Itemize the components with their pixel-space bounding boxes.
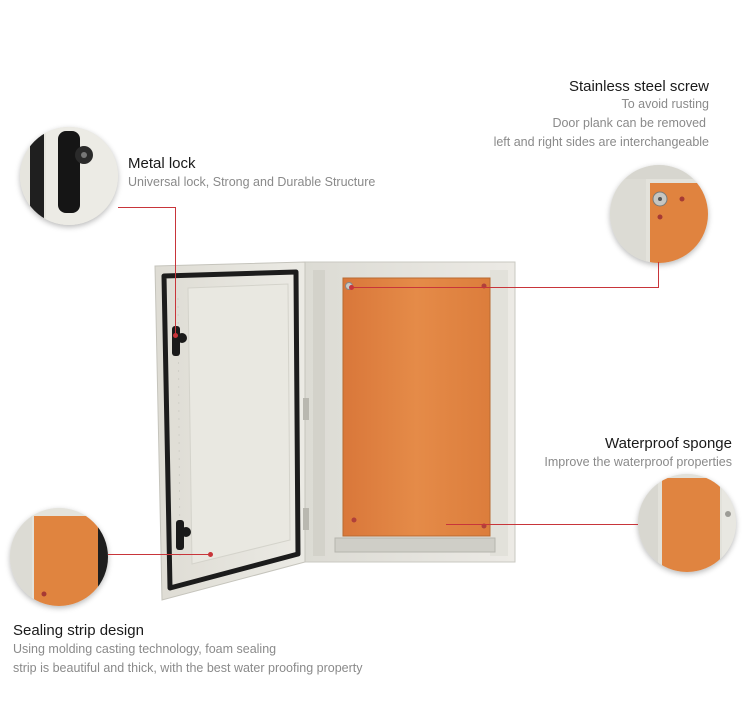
door-lock-bottom <box>176 520 191 550</box>
steel-screw-line-1: To avoid rusting <box>621 97 709 111</box>
sealing-strip-title: Sealing strip design <box>13 622 144 639</box>
sealing-strip-line-2: strip is beautiful and thick, with the b… <box>13 661 363 675</box>
metal-lock-leader-h <box>118 207 176 209</box>
mounting-plate <box>342 277 491 537</box>
waterproof-sponge-leader <box>446 524 638 526</box>
metal-lock-desc: Universal lock, Strong and Durable Struc… <box>128 175 376 189</box>
sealing-strip-line-1: Using molding casting technology, foam s… <box>13 642 277 656</box>
metal-lock-title: Metal lock <box>128 155 196 172</box>
steel-screw-callout <box>610 165 708 263</box>
sealing-strip-leader <box>108 554 212 556</box>
metal-lock-callout <box>20 127 118 225</box>
steel-screw-line-2: Door plank can be removed <box>552 116 706 130</box>
steel-screw-title: Stainless steel screw <box>568 78 709 95</box>
steel-screw-leader-v <box>658 262 660 287</box>
electrical-cabinet-image <box>150 258 520 608</box>
metal-lock-leader-v <box>175 207 177 335</box>
waterproof-sponge-title: Waterproof sponge <box>604 435 732 452</box>
waterproof-sponge-callout <box>638 474 736 572</box>
sealing-strip <box>161 269 301 591</box>
waterproof-sponge-desc: Improve the waterproof properties <box>544 455 732 469</box>
steel-screw-line-3: left and right sides are interchangeable <box>493 135 709 149</box>
sealing-strip-callout <box>10 508 108 606</box>
steel-screw-leader-h <box>352 287 659 289</box>
